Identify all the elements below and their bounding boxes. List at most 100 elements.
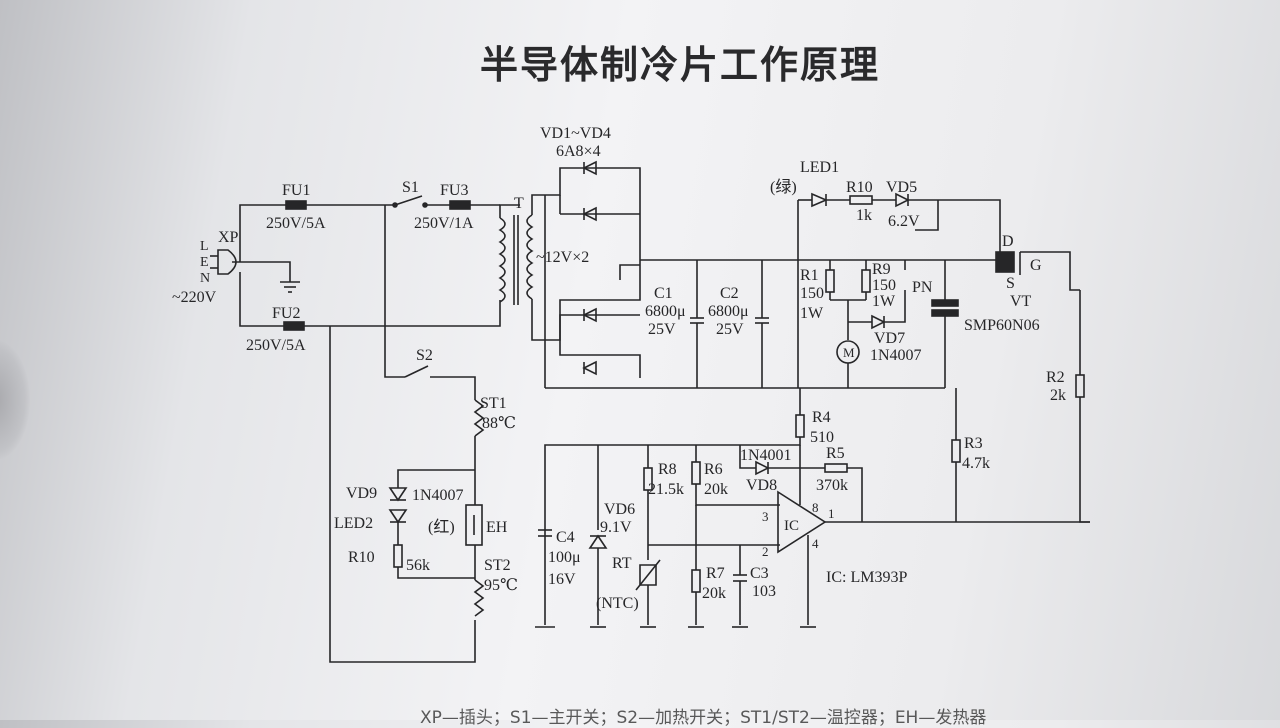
fuse-fu2 xyxy=(283,321,305,331)
label-r5: R5 xyxy=(826,445,845,462)
label-r6: R6 xyxy=(704,461,723,478)
label-n: N xyxy=(200,271,210,286)
label-e: E xyxy=(200,255,209,270)
label-mains: ~220V xyxy=(172,289,217,306)
label-s: S xyxy=(1006,275,1015,292)
label-xp: XP xyxy=(218,229,239,246)
label-r2: R2 xyxy=(1046,369,1065,386)
label-eh: EH xyxy=(486,519,508,536)
label-pin3: 3 xyxy=(762,509,769,524)
peltier-branch xyxy=(825,260,959,388)
label-l: L xyxy=(200,239,209,254)
label-st1-val: 88℃ xyxy=(482,415,516,432)
label-r1: R1 xyxy=(800,267,819,284)
label-rt-type: (NTC) xyxy=(596,595,639,612)
label-r4-val: 510 xyxy=(810,429,834,446)
label-vd-bridge-val: 6A8×4 xyxy=(556,143,601,160)
label-r1-val: 150 xyxy=(800,285,824,302)
plug-xp xyxy=(210,249,300,293)
label-led1: LED1 xyxy=(800,159,839,176)
label-vd7: VD7 xyxy=(874,330,905,347)
label-c4-v: 16V xyxy=(548,571,576,588)
switch-s1 xyxy=(392,195,428,208)
heater-branch xyxy=(388,399,485,617)
label-r10a: R10 xyxy=(846,179,873,196)
label-c4-val: 100μ xyxy=(548,549,581,566)
fuse-fu1 xyxy=(285,200,307,210)
label-led1-color: (绿) xyxy=(770,178,797,196)
label-c1-val: 6800μ xyxy=(645,303,686,320)
label-s2: S2 xyxy=(416,347,433,364)
label-r4: R4 xyxy=(812,409,831,426)
label-vd7-val: 1N4007 xyxy=(870,347,922,364)
label-c2-v: 25V xyxy=(716,321,744,338)
fuse-fu3 xyxy=(449,200,471,210)
comparator-section xyxy=(535,388,1090,628)
label-r6-val: 20k xyxy=(704,481,728,498)
label-pin4: 4 xyxy=(812,536,819,551)
label-vd8: VD8 xyxy=(746,477,777,494)
label-r8: R8 xyxy=(658,461,677,478)
label-t: T xyxy=(514,195,524,212)
label-r9: R9 xyxy=(872,261,891,278)
label-led2: LED2 xyxy=(334,515,373,532)
label-pn: PN xyxy=(912,279,933,296)
label-r9-val: 150 xyxy=(872,277,896,294)
bridge-rectifier xyxy=(544,160,641,388)
label-d: D xyxy=(1002,233,1014,250)
label-vd8-val: 1N4001 xyxy=(740,447,792,464)
label-g: G xyxy=(1030,257,1042,274)
label-fu1: FU1 xyxy=(282,182,310,199)
label-r3: R3 xyxy=(964,435,983,452)
label-c1: C1 xyxy=(654,285,673,302)
label-r7-val: 20k xyxy=(702,585,726,602)
label-fu2: FU2 xyxy=(272,305,300,322)
label-c3-val: 103 xyxy=(752,583,776,600)
label-pin2: 2 xyxy=(762,544,769,559)
label-c3: C3 xyxy=(750,565,769,582)
label-st1: ST1 xyxy=(480,395,507,412)
label-sec: ~12V×2 xyxy=(536,249,589,266)
page-title: 半导体制冷片工作原理 xyxy=(480,43,881,87)
label-r3-val: 4.7k xyxy=(962,455,990,472)
label-led2-color: (红) xyxy=(428,518,455,536)
label-st2-val: 95℃ xyxy=(484,577,518,594)
footer-caption: XP—插头；S1—主开关；S2—加热开关；ST1/ST2—温控器；EH—发热器 xyxy=(420,708,987,728)
label-r5-val: 370k xyxy=(816,477,848,494)
motor-icon: M xyxy=(843,345,855,360)
label-fu3: FU3 xyxy=(440,182,468,199)
dc-bus xyxy=(545,259,1000,389)
label-vd5: VD5 xyxy=(886,179,917,196)
label-vd6: VD6 xyxy=(604,501,635,518)
label-fu2-val: 250V/5A xyxy=(246,337,306,354)
label-rt: RT xyxy=(612,555,632,572)
label-fu3-val: 250V/1A xyxy=(414,215,474,232)
transformer-t xyxy=(498,194,545,341)
label-pin8: 8 xyxy=(812,500,819,515)
label-r9-w: 1W xyxy=(872,293,896,310)
label-vd5-val: 6.2V xyxy=(888,213,920,230)
label-r10b: R10 xyxy=(348,549,375,566)
label-ic: IC xyxy=(784,518,799,534)
label-c1-v: 25V xyxy=(648,321,676,338)
label-vt-val: SMP60N06 xyxy=(964,317,1040,334)
label-vd9: VD9 xyxy=(346,485,377,502)
label-r2-val: 2k xyxy=(1050,387,1066,404)
label-s1: S1 xyxy=(402,179,419,196)
label-st2: ST2 xyxy=(484,557,511,574)
label-r7: R7 xyxy=(706,565,725,582)
label-r10b-val: 56k xyxy=(406,557,430,574)
label-fu1-val: 250V/5A xyxy=(266,215,326,232)
label-r8-val: 21.5k xyxy=(648,481,684,498)
label-r1-w: 1W xyxy=(800,305,824,322)
switch-s2 xyxy=(404,365,429,378)
label-vt: VT xyxy=(1010,293,1032,310)
indicator-led1-branch xyxy=(797,192,1001,388)
label-vd6-val: 9.1V xyxy=(600,519,632,536)
label-ic-part: IC: LM393P xyxy=(826,569,907,586)
label-c4: C4 xyxy=(556,529,575,546)
label-r10a-val: 1k xyxy=(856,207,872,224)
label-pin1: 1 xyxy=(828,506,835,521)
